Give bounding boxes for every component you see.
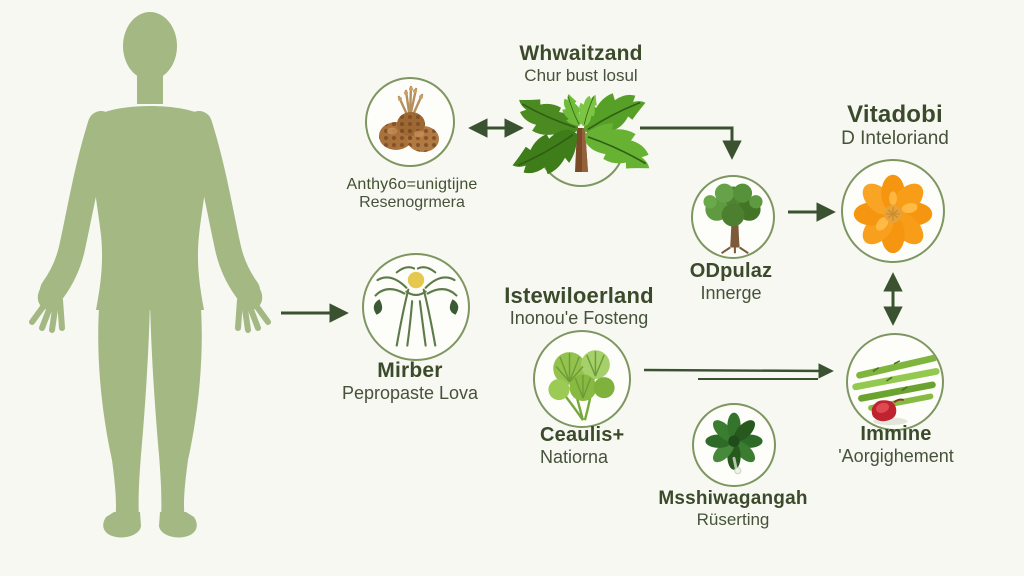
immine-label: Immine 'Aorgighement xyxy=(838,423,954,466)
pinecone-title: Anthy6o=unigtijne xyxy=(346,176,478,193)
vitadobi-node xyxy=(841,159,945,263)
mshwagangah-title: Msshiwagangah xyxy=(658,488,808,509)
tree-image xyxy=(703,183,763,255)
vitadobi-subtitle: D Inteloriand xyxy=(841,128,949,150)
arrow-nettle-to-tree xyxy=(640,126,742,160)
berry-center-specks xyxy=(886,207,900,221)
nettle-title: Whwaitzand xyxy=(519,42,643,65)
mirber-title: Mirber xyxy=(377,359,443,382)
tree-canopy xyxy=(703,183,763,227)
immine-node xyxy=(846,333,944,431)
sprig-specks xyxy=(398,87,423,101)
arrow-ceaulis-to-immine-upper xyxy=(643,363,834,379)
right-leaf xyxy=(449,299,459,315)
pinecone-node xyxy=(365,77,455,167)
dark-leaves xyxy=(705,412,763,470)
flow-arrows xyxy=(281,118,903,380)
mshwagangah-label: Msshiwagangah Rüserting xyxy=(658,488,807,529)
ashwagandha-leaves-image xyxy=(705,412,763,475)
tree-node xyxy=(691,175,775,259)
leaf-veins xyxy=(555,351,605,399)
immine-title: Immine xyxy=(860,423,932,445)
vitadobi-title: Vitadobi xyxy=(847,101,943,128)
left-hand-fingers xyxy=(29,297,65,333)
mshwagangah-subtitle: Rüserting xyxy=(696,509,770,529)
immune-figure-sketch-image xyxy=(373,266,459,347)
immine-subtitle: 'Aorgighement xyxy=(838,445,954,466)
pinecone-subtitle: Resenogrmera xyxy=(359,194,465,212)
berries xyxy=(853,174,933,254)
tree-label: ODpulaz Innerge xyxy=(690,260,773,303)
ceaulis-title: Ceaulis+ xyxy=(540,424,625,446)
vitadobi-label: Vitadobi D Inteloriand xyxy=(841,101,949,150)
nettle-leaves-image xyxy=(506,81,657,188)
stalks-and-berry-image xyxy=(852,354,940,426)
mirber-subtitle: Pepropaste Lova xyxy=(341,382,479,403)
istewiloerland-subtitle: Inonou'e Fosteng xyxy=(509,308,649,329)
mshwagangah-node xyxy=(692,403,776,487)
mirber-node xyxy=(362,253,470,361)
stalk-specks xyxy=(872,360,908,392)
human-body-silhouette xyxy=(29,12,271,538)
ceaulis-label: Ceaulis+ Natiorna xyxy=(540,424,624,467)
istewiloerland-title: Istewiloerland xyxy=(504,283,654,308)
round-leaves-image xyxy=(548,350,615,421)
right-hand-fingers xyxy=(235,297,271,333)
left-leaf xyxy=(373,299,383,315)
sea-buckthorn-berries-image xyxy=(853,174,933,254)
istewiloerland-label: Istewiloerland Inonou'e Fosteng xyxy=(504,283,654,329)
tree-subtitle: Innerge xyxy=(700,282,762,303)
ceaulis-node xyxy=(533,330,631,428)
ceaulis-subtitle: Natiorna xyxy=(540,446,609,467)
pinecone-herb-image xyxy=(379,85,439,152)
figure-head xyxy=(407,271,425,289)
mirber-label: Mirber Pepropaste Lova xyxy=(342,359,478,403)
nettle-subtitle: Chur bust losul xyxy=(524,65,638,85)
tree-title: ODpulaz xyxy=(689,260,773,282)
nettle-label: Whwaitzand Chur bust losul xyxy=(519,42,642,85)
pinecone-label: Anthy6o=unigtijne Resenogrmera xyxy=(346,176,477,212)
figure-sketch-lines xyxy=(374,266,458,347)
